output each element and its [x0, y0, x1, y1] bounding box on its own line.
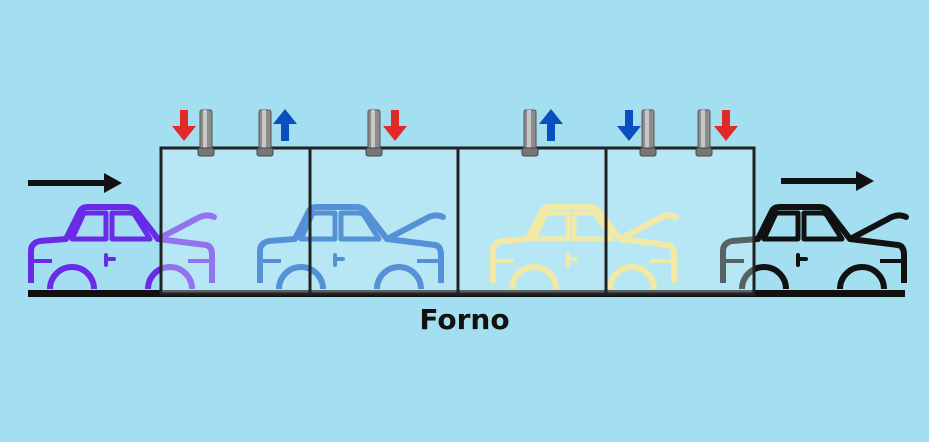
flow-out-arrow-icon [781, 171, 874, 191]
vent-pipe-6 [695, 109, 713, 157]
arrow-down-red-icon [383, 110, 407, 141]
arrow-up-blue-icon [539, 109, 563, 141]
oven-label: Forno [419, 303, 510, 336]
vent-pipe-5 [639, 109, 657, 157]
oven-chambers [159, 146, 756, 296]
arrow-up-blue-icon [273, 109, 297, 141]
chamber-4 [604, 146, 756, 296]
vent-pipe-3 [365, 109, 383, 157]
arrow-down-red-icon [172, 110, 196, 141]
vent-pipe-4 [521, 109, 539, 157]
chamber-1 [159, 146, 312, 296]
chamber-3 [456, 146, 608, 296]
chamber-2 [308, 146, 460, 296]
vent-pipe-1 [197, 109, 215, 157]
arrow-down-blue-icon [617, 110, 641, 141]
vent-pipe-2 [256, 109, 274, 157]
arrow-down-red-icon [714, 110, 738, 141]
flow-in-arrow-icon [28, 173, 122, 193]
